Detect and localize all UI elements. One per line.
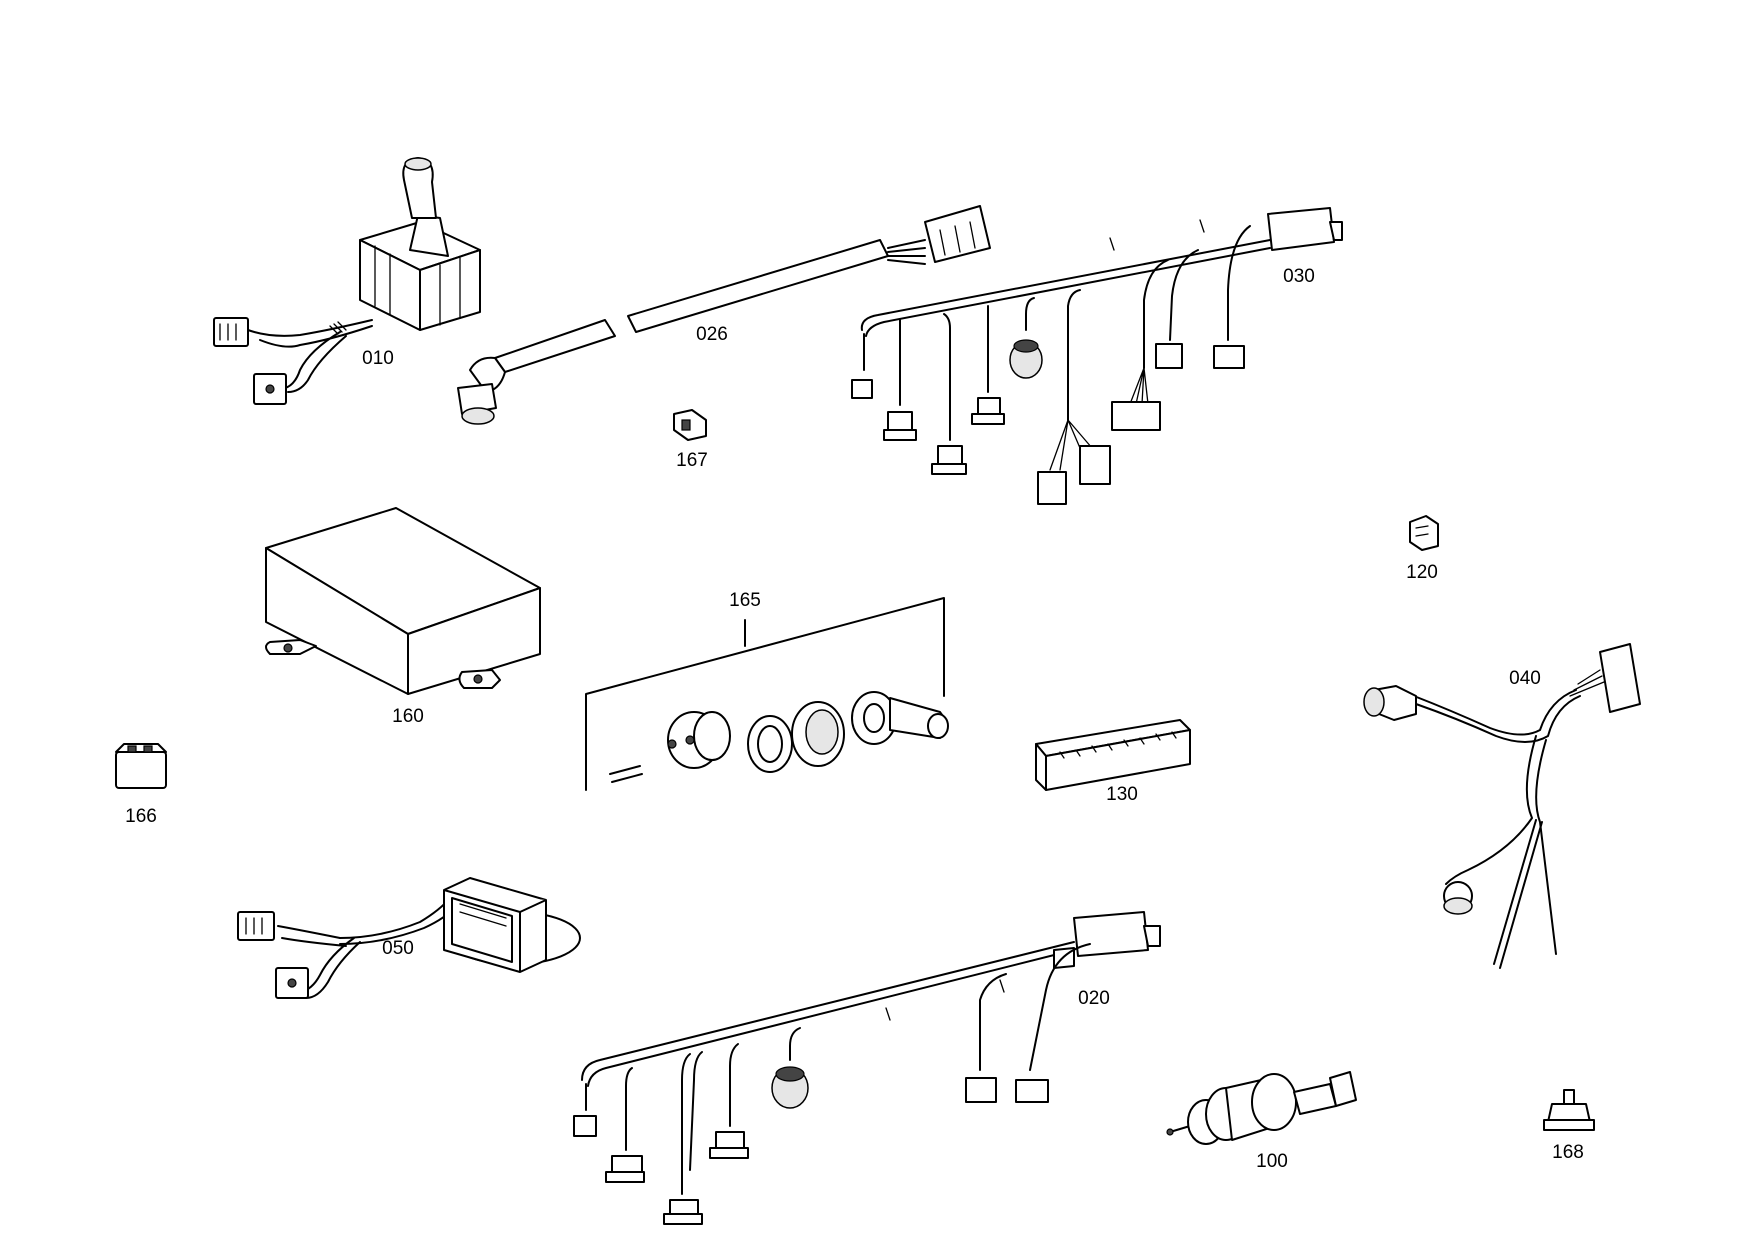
cable-icon[interactable] <box>457 205 991 425</box>
part-number-010: 010 <box>362 348 394 369</box>
part-number-100: 100 <box>1256 1151 1288 1172</box>
wiring-harness-icon[interactable] <box>851 207 1343 505</box>
part-number-040: 040 <box>1509 668 1541 689</box>
part-number-120: 120 <box>1406 562 1438 583</box>
part-number-167: 167 <box>676 450 708 471</box>
plug-kit-icon[interactable] <box>585 597 949 791</box>
terminal-strip-icon[interactable] <box>1035 719 1191 791</box>
control-unit-icon[interactable] <box>265 507 541 695</box>
part-number-026: 026 <box>696 324 728 345</box>
part-number-050: 050 <box>382 938 414 959</box>
display-unit-icon[interactable] <box>237 877 581 999</box>
connector-icon[interactable] <box>673 409 707 441</box>
wiring-harness-icon[interactable] <box>1363 643 1641 969</box>
pressure-switch-icon[interactable] <box>1543 1089 1595 1131</box>
joystick-icon[interactable] <box>213 157 481 405</box>
part-number-130: 130 <box>1106 784 1138 805</box>
part-number-165: 165 <box>729 590 761 611</box>
part-number-160: 160 <box>392 706 424 727</box>
wiring-harness-icon[interactable] <box>573 911 1161 1225</box>
part-number-168: 168 <box>1552 1142 1584 1163</box>
speed-sensor-icon[interactable] <box>1166 1071 1357 1145</box>
part-number-020: 020 <box>1078 988 1110 1009</box>
connector-icon[interactable] <box>1409 515 1439 551</box>
part-number-030: 030 <box>1283 266 1315 287</box>
part-number-166: 166 <box>125 806 157 827</box>
connector-icon[interactable] <box>115 743 167 789</box>
